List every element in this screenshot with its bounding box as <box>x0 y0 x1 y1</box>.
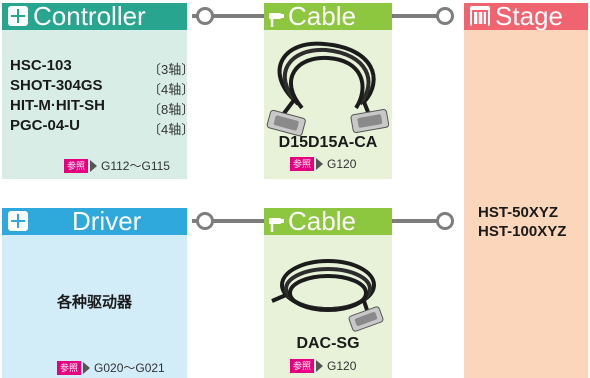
controller-body: HSC-103 〔3轴〕 SHOT-304GS 〔4轴〕 HIT-M·HIT-S… <box>2 30 194 179</box>
cable-plug-icon <box>268 212 286 232</box>
reference-tag: 参照 <box>290 359 315 373</box>
controller-model-2: SHOT-304GS <box>10 77 103 94</box>
stage-model-1: HST-50XYZ <box>478 204 559 221</box>
reference-pages: G120 <box>327 359 357 373</box>
cable-top-header: Cable <box>264 3 392 30</box>
controller-reference[interactable]: 参照 G112～G115 <box>64 157 170 174</box>
controller-header: Controller <box>2 3 187 30</box>
driver-header-label: Driver <box>72 206 142 236</box>
stage-header-label: Stage <box>495 1 563 31</box>
controller-model-3: HIT-M·HIT-SH <box>10 97 105 114</box>
connector-plug-controller <box>196 7 214 25</box>
stage-header: Stage <box>464 3 588 30</box>
driver-header: Driver <box>2 208 187 235</box>
driver-reference[interactable]: 参照 G020～G021 <box>57 359 165 376</box>
cable-bottom-model: DAC-SG <box>296 335 360 352</box>
cable-bottom-header-label: Cable <box>288 206 356 236</box>
driver-label: 各种驱动器 <box>56 294 132 311</box>
controller-axes-1: 〔3轴〕 <box>148 62 195 77</box>
driver-icon <box>8 211 28 231</box>
stage-icon <box>470 6 490 26</box>
cable-plug-icon <box>268 7 286 27</box>
controller-axes-3: 〔8轴〕 <box>148 102 195 117</box>
arrow-right-icon <box>90 159 98 172</box>
d-sub-cable-image <box>266 41 390 137</box>
connector-plug-stage-bottom <box>436 212 454 230</box>
reference-pages: G112～G115 <box>101 159 170 173</box>
cable-top-body: D15D15A-CA 参照 G120 <box>264 30 392 179</box>
controller-axes-4: 〔4轴〕 <box>148 122 195 137</box>
cable-bottom-reference[interactable]: 参照 G120 <box>290 359 356 373</box>
reference-pages: G020～G021 <box>94 361 165 375</box>
connector-plug-stage-top <box>436 7 454 25</box>
stage-body: HST-50XYZ HST-100XYZ <box>464 30 588 378</box>
cable-top-reference[interactable]: 参照 G120 <box>290 157 356 171</box>
cable-top-model: D15D15A-CA <box>278 134 378 151</box>
controller-header-label: Controller <box>33 1 146 31</box>
driver-body: 各种驱动器 参照 G020～G021 <box>2 235 187 378</box>
round-cable-image <box>271 259 384 332</box>
reference-tag: 参照 <box>57 360 82 375</box>
controller-model-1: HSC-103 <box>10 57 72 74</box>
reference-pages: G120 <box>327 157 357 171</box>
arrow-right-icon <box>316 158 324 170</box>
stage-model-2: HST-100XYZ <box>478 223 567 240</box>
arrow-right-icon <box>83 361 91 374</box>
reference-tag: 参照 <box>64 158 89 173</box>
controller-axes-2: 〔4轴〕 <box>148 82 195 97</box>
cable-bottom-body: DAC-SG 参照 G120 <box>264 235 392 378</box>
cable-bottom-header: Cable <box>264 208 392 235</box>
connector-plug-driver <box>196 212 214 230</box>
reference-tag: 参照 <box>290 157 315 171</box>
controller-icon <box>8 6 28 26</box>
controller-model-4: PGC-04-U <box>10 117 81 134</box>
arrow-right-icon <box>316 360 324 372</box>
cable-top-header-label: Cable <box>288 1 356 31</box>
